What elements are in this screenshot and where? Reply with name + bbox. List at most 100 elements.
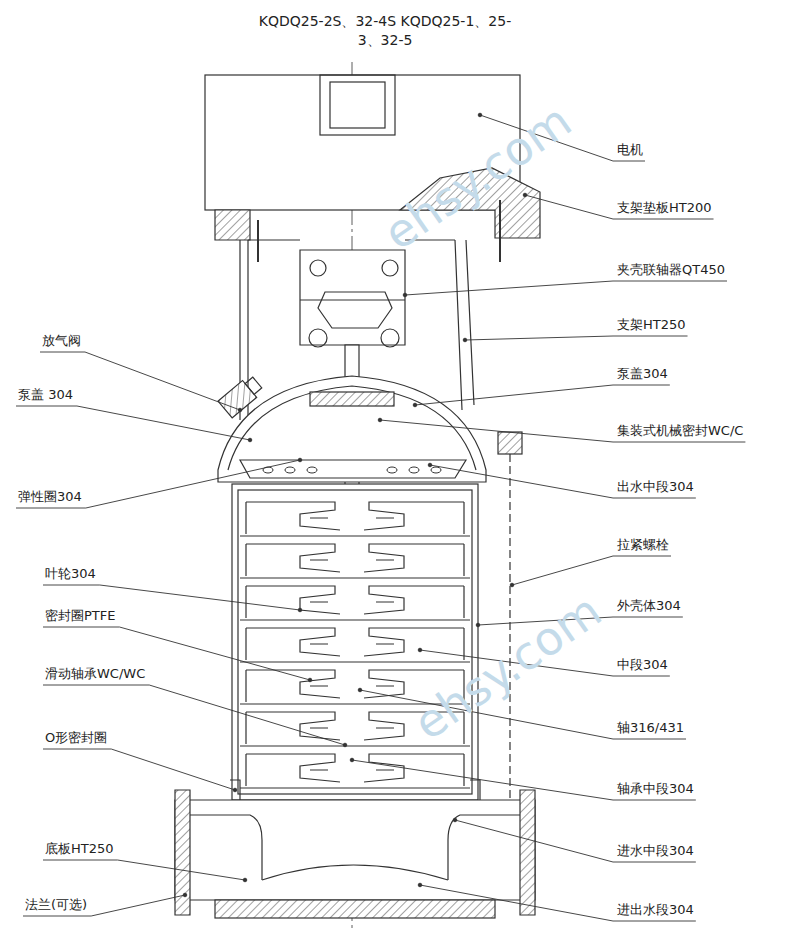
label-underline	[40, 352, 85, 353]
leader-dot	[453, 818, 457, 822]
leader-line	[405, 281, 613, 295]
leader-dot	[476, 623, 480, 627]
stage-divider	[240, 535, 470, 536]
label-underline	[613, 556, 671, 557]
stage-divider	[240, 619, 470, 620]
label-underline	[613, 739, 686, 740]
part-label: 集装式机械密封WC/C	[617, 423, 743, 439]
part-label: 拉紧螺栓	[617, 537, 669, 553]
impeller-vane	[310, 643, 394, 644]
stage-divider	[240, 661, 470, 662]
leader-dot	[463, 338, 467, 342]
part-label: 弹性圈304	[18, 489, 82, 505]
part-label: 进水中段304	[617, 843, 694, 859]
impeller-vane	[310, 685, 394, 686]
stage-divider	[240, 577, 470, 578]
leader-dot	[358, 688, 362, 692]
label-underline	[613, 800, 696, 801]
part-label: 滑动轴承WC/WC	[45, 666, 145, 682]
leader-dot	[523, 193, 527, 197]
leader-line	[415, 385, 613, 405]
part-label: 电机	[617, 142, 643, 158]
leader-line	[119, 627, 310, 680]
part-label: 底板HT250	[45, 841, 114, 857]
leader-line	[455, 820, 613, 862]
part-label: 夹壳联轴器QT450	[617, 262, 725, 278]
leader-dot	[308, 678, 312, 682]
leader-line	[512, 556, 613, 585]
leader-line	[430, 465, 613, 498]
part-label: 法兰(可选)	[25, 897, 87, 913]
label-underline	[613, 385, 670, 386]
leader-line	[111, 749, 235, 790]
leader-line	[352, 760, 613, 800]
title: KQDQ25-2S、32-4S KQDQ25-1、25-3、32-5	[255, 12, 515, 50]
leader-line	[118, 860, 245, 880]
part-label: 轴316/431	[617, 720, 684, 736]
part-label: 进出水段304	[617, 902, 694, 918]
part-label: 轴承中段304	[617, 781, 694, 797]
impeller-vane	[310, 727, 394, 728]
part-label: 泵盖304	[617, 366, 668, 382]
part-label: 叶轮304	[45, 566, 96, 582]
impeller-vane	[310, 517, 394, 518]
leader-dot	[298, 458, 302, 462]
leader-line	[420, 885, 613, 921]
leader-dot	[243, 878, 247, 882]
part-label: 中段304	[617, 657, 668, 673]
label-underline	[16, 406, 77, 407]
leader-dot	[233, 788, 237, 792]
label-underline	[613, 676, 670, 677]
part-label: 支架垫板HT200	[617, 200, 712, 216]
stage-divider	[240, 787, 470, 788]
impeller-vane	[310, 559, 394, 560]
label-underline	[613, 336, 688, 337]
part-label: 密封圈PTFE	[45, 608, 115, 624]
leader-dot	[510, 583, 514, 587]
part-label: 出水中段304	[617, 479, 694, 495]
leader-line	[380, 420, 613, 442]
leader-dot	[403, 293, 407, 297]
leader-line	[77, 406, 250, 440]
label-underline	[43, 860, 118, 861]
label-underline	[613, 862, 696, 863]
leader-dot	[413, 403, 417, 407]
leader-dot	[343, 743, 347, 747]
label-underline	[613, 498, 696, 499]
label-underline	[613, 219, 714, 220]
label-underline	[16, 508, 86, 509]
leader-line	[100, 585, 300, 610]
leader-line	[149, 685, 345, 745]
label-underline	[613, 161, 645, 162]
label-underline	[43, 685, 149, 686]
label-underline	[613, 281, 727, 282]
part-label: O形密封圈	[45, 730, 107, 746]
label-underline	[43, 585, 100, 586]
leader-dot	[418, 648, 422, 652]
leader-dot	[248, 438, 252, 442]
part-label: 泵盖 304	[18, 387, 73, 403]
leader-line	[91, 895, 185, 916]
label-underline	[23, 916, 91, 917]
leader-dot	[478, 113, 482, 117]
part-label: 放气阀	[42, 333, 81, 349]
leader-dot	[350, 758, 354, 762]
part-label: 支架HT250	[617, 317, 686, 333]
leader-line	[465, 336, 613, 340]
leader-dot	[298, 608, 302, 612]
label-underline	[613, 617, 683, 618]
leader-dot	[238, 408, 242, 412]
part-label: 外壳体304	[617, 598, 681, 614]
impeller-vane	[310, 769, 394, 770]
label-underline	[43, 749, 111, 750]
leader-dot	[378, 418, 382, 422]
leader-dot	[418, 883, 422, 887]
leader-line	[86, 460, 300, 508]
impeller-vane	[310, 601, 394, 602]
label-underline	[613, 442, 745, 443]
leader-dot	[428, 463, 432, 467]
leader-line	[525, 195, 613, 219]
leader-dot	[183, 893, 187, 897]
label-underline	[43, 627, 119, 628]
